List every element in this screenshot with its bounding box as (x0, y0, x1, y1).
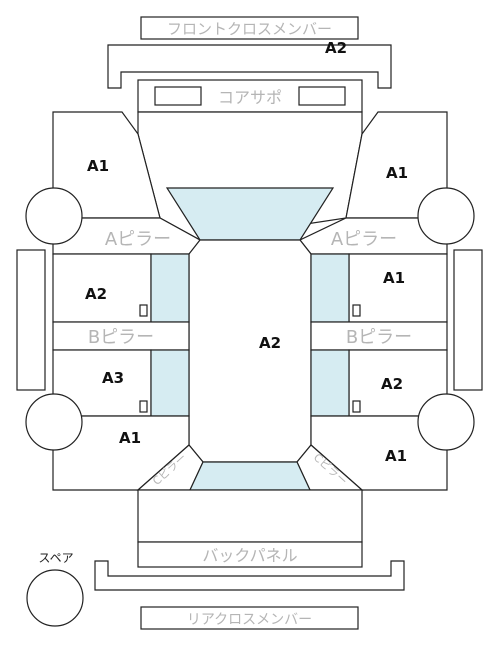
fender-left-front-zone: A1 (87, 157, 109, 175)
window-right-rear[interactable] (310, 349, 350, 417)
back-panel-label: バックパネル (202, 546, 297, 565)
door-right-front[interactable] (348, 253, 448, 323)
front-cross-member-label: フロントクロスメンバー (167, 20, 332, 38)
wheel-front-left[interactable] (25, 187, 83, 245)
rear-cross-member-label: リアクロスメンバー (187, 612, 312, 628)
roof-panel[interactable] (188, 239, 312, 463)
rear-cross-member-box[interactable] (140, 606, 359, 630)
door-handle-left-rear[interactable] (139, 400, 148, 413)
back-panel[interactable] (137, 541, 363, 568)
a-pillar-right-label: Aピラー (331, 229, 397, 250)
window-right-front[interactable] (310, 253, 350, 323)
fender-right-front-zone: A1 (386, 164, 408, 182)
b-pillar-right[interactable] (310, 321, 448, 351)
headlight-left[interactable] (154, 86, 202, 106)
b-pillar-left[interactable] (52, 321, 190, 351)
b-pillar-right-label: Bピラー (346, 327, 412, 348)
b-pillar-left-label: Bピラー (88, 327, 154, 348)
a-pillar-left-label: Aピラー (105, 229, 171, 250)
spare-tire[interactable] (26, 569, 84, 627)
rear-window[interactable] (189, 461, 311, 491)
rear-bumper-beam[interactable] (94, 560, 405, 591)
core-support-label: コアサポ (218, 88, 282, 107)
quarter-right-zone: A1 (385, 447, 407, 465)
door-left-rear-zone: A3 (102, 369, 124, 387)
wheel-rear-left[interactable] (25, 393, 83, 451)
door-handle-left-front[interactable] (139, 304, 148, 317)
quarter-left-zone: A1 (119, 429, 141, 447)
door-right-rear-zone: A2 (381, 375, 403, 393)
side-sill-right[interactable] (453, 249, 483, 391)
roof-zone: A2 (259, 334, 281, 352)
spare-label: スペア (38, 551, 73, 565)
door-right-front-zone: A1 (383, 269, 405, 287)
wheel-rear-right[interactable] (417, 393, 475, 451)
door-left-front-zone: A2 (85, 285, 107, 303)
trunk-lid[interactable] (137, 489, 363, 543)
front-bumper-beam[interactable] (107, 44, 392, 89)
window-left-rear[interactable] (150, 349, 190, 417)
window-left-front[interactable] (150, 253, 190, 323)
wheel-front-right[interactable] (417, 187, 475, 245)
side-sill-left[interactable] (16, 249, 46, 391)
door-handle-right-front[interactable] (352, 304, 361, 317)
headlight-right[interactable] (298, 86, 346, 106)
front-cross-member-box[interactable] (140, 16, 359, 40)
door-handle-right-rear[interactable] (352, 400, 361, 413)
front-bumper-zone: A2 (325, 39, 347, 57)
